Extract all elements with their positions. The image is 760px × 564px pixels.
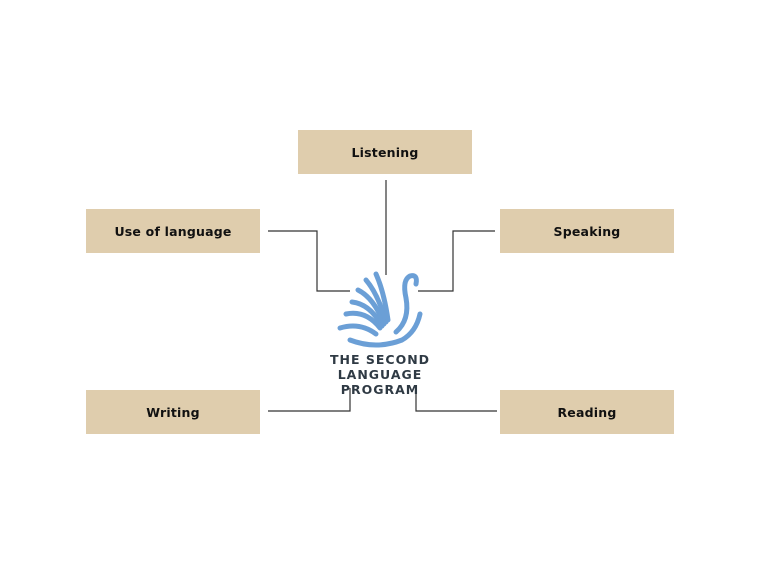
swan-neck: [393, 273, 419, 335]
swan-feather: [337, 323, 379, 337]
node-reading-label: Reading: [557, 404, 617, 420]
connector-writing: [268, 388, 351, 412]
swan-icon: [337, 271, 423, 348]
swan-body: [347, 311, 423, 348]
swan-feather: [363, 277, 389, 325]
logo-text: THE SECOND LANGUAGE PROGRAM: [300, 352, 460, 397]
swan-feather: [349, 299, 385, 329]
logo-line-2: LANGUAGE PROGRAM: [337, 367, 423, 397]
node-use-of-language: Use of language: [86, 209, 260, 253]
node-speaking: Speaking: [500, 209, 674, 253]
swan-feather: [343, 310, 383, 331]
logo-line-1: THE SECOND: [329, 352, 431, 367]
connector-reading: [415, 388, 497, 412]
node-writing: Writing: [86, 390, 260, 434]
connector-use-of-language: [268, 230, 350, 292]
program-logo: THE SECOND LANGUAGE PROGRAM: [300, 268, 460, 397]
node-reading: Reading: [500, 390, 674, 434]
node-writing-label: Writing: [146, 404, 200, 420]
swan-feather: [373, 271, 391, 323]
swan-feather: [355, 287, 387, 327]
node-listening: Listening: [298, 130, 472, 174]
node-speaking-label: Speaking: [553, 223, 621, 239]
node-use-of-language-label: Use of language: [114, 223, 232, 239]
node-listening-label: Listening: [351, 144, 419, 160]
connector-speaking: [418, 230, 495, 292]
